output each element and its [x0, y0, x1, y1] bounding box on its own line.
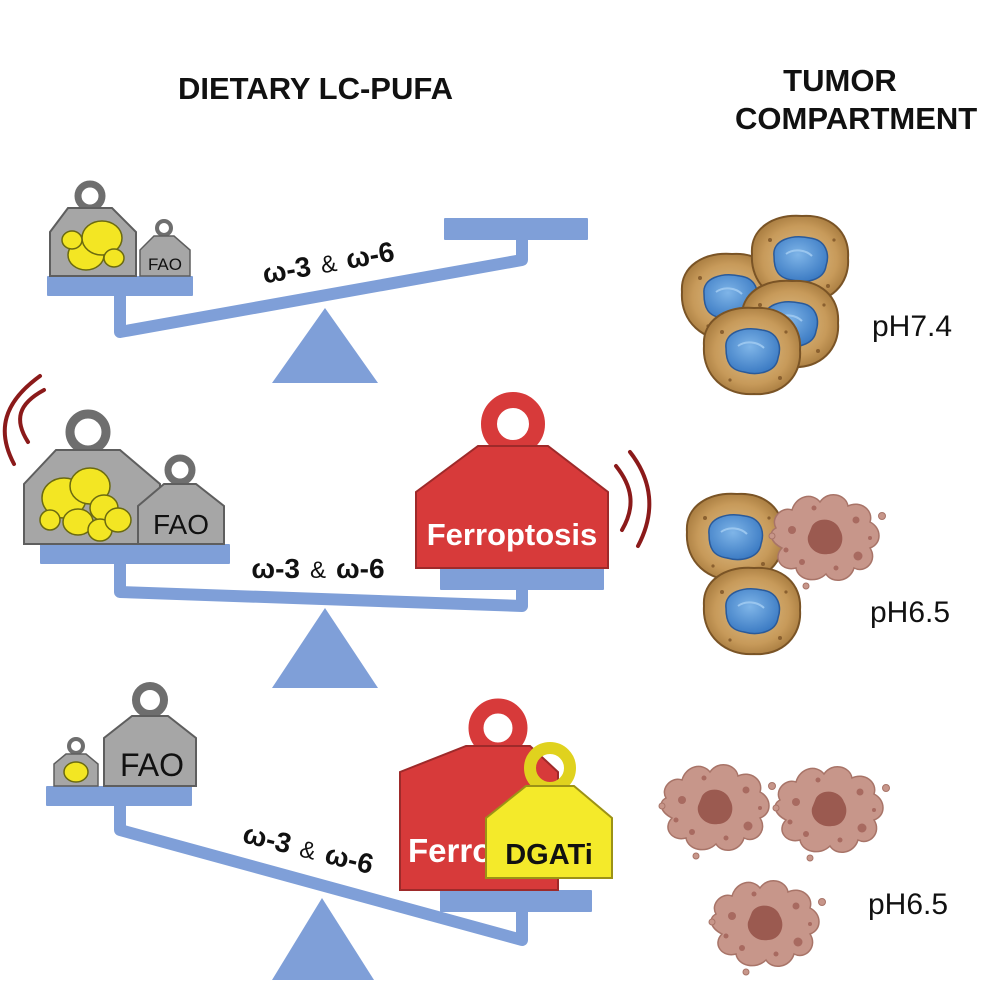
row2-balance: FAO Ferroptosis ω-3 & ω-6 — [2, 374, 652, 688]
row3-fao-label: FAO — [120, 747, 184, 783]
row1-fao-label: FAO — [148, 255, 182, 274]
row3-ferro-label: Ferro — [408, 832, 492, 869]
header-dietary-lc-pufa: DIETARY LC-PUFA — [178, 71, 453, 106]
row2-lipid-weight — [23, 409, 161, 545]
row3-fulcrum — [272, 898, 374, 980]
row2-left-vibration-inner — [18, 388, 46, 444]
row2-omega-label: ω-3 & ω-6 — [251, 553, 384, 584]
row2-right-vibration-outer — [628, 450, 652, 548]
row3-omega3: ω-3 — [240, 818, 295, 860]
row2-left-vibration-outer — [2, 374, 42, 466]
row3-ph-label: pH6.5 — [868, 888, 948, 921]
row2-fao-weight: FAO — [137, 454, 225, 545]
row2-ferroptosis-label: Ferroptosis — [427, 517, 598, 552]
row3-beam — [114, 800, 528, 946]
row2-ferroptosis-weight: Ferroptosis — [415, 392, 609, 569]
row1-right-pan — [444, 218, 588, 240]
row2-omega3: ω-3 — [251, 553, 300, 584]
row3-cells: pH6.5 — [658, 764, 948, 976]
row2-omega6: ω-6 — [336, 553, 385, 584]
row1-live-cell-d — [702, 306, 802, 396]
row3-right-pan — [440, 890, 592, 912]
row3-dead-cell-b — [772, 766, 891, 862]
row2-cells: pH6.5 — [685, 492, 950, 656]
row2-dead-cell — [768, 494, 887, 590]
header-tumor-compartment: TUMOR COMPARTMENT — [735, 62, 978, 138]
row3-dead-cell-a — [658, 764, 777, 860]
header-tumor-line1: TUMOR — [783, 63, 897, 98]
row2-fao-label: FAO — [153, 509, 209, 540]
row3-fao-weight: FAO — [103, 682, 197, 787]
row1-omega3: ω-3 — [260, 251, 313, 290]
row2-right-vibration-inner — [614, 464, 633, 532]
row1-fao-weight: FAO — [139, 219, 191, 277]
row3-balance: FAO Ferro DGATi ω-3 & ω-6 — [46, 682, 613, 980]
row3-lipid-weight — [53, 737, 99, 787]
row2-live-cell-b — [702, 566, 802, 656]
row2-beam — [114, 558, 528, 612]
row1-fulcrum — [272, 308, 378, 383]
row1-beam — [114, 232, 528, 338]
row1-cells: pH7.4 — [680, 214, 952, 396]
row1-lipid-weight — [49, 180, 137, 277]
row2-amp: & — [310, 557, 326, 584]
row3-omega6: ω-6 — [322, 838, 377, 880]
row3-dead-cell-c — [708, 880, 827, 976]
row1-omega6: ω-6 — [343, 236, 396, 275]
row3-left-pan — [46, 786, 192, 806]
row3-dgati-weight: DGATi — [485, 742, 613, 879]
row2-right-pan — [440, 568, 604, 590]
row1-amp: & — [318, 250, 338, 279]
row3-dgati-label: DGATi — [505, 839, 593, 871]
header-tumor-line2: COMPARTMENT — [735, 101, 978, 136]
row3-amp: & — [297, 836, 319, 866]
row1-ph-label: pH7.4 — [872, 310, 952, 343]
row2-ph-label: pH6.5 — [870, 596, 950, 629]
row1-balance: FAO ω-3 & ω-6 — [47, 180, 588, 383]
row2-left-pan — [40, 544, 230, 564]
row2-fulcrum — [272, 608, 378, 688]
row1-left-pan — [47, 276, 193, 296]
